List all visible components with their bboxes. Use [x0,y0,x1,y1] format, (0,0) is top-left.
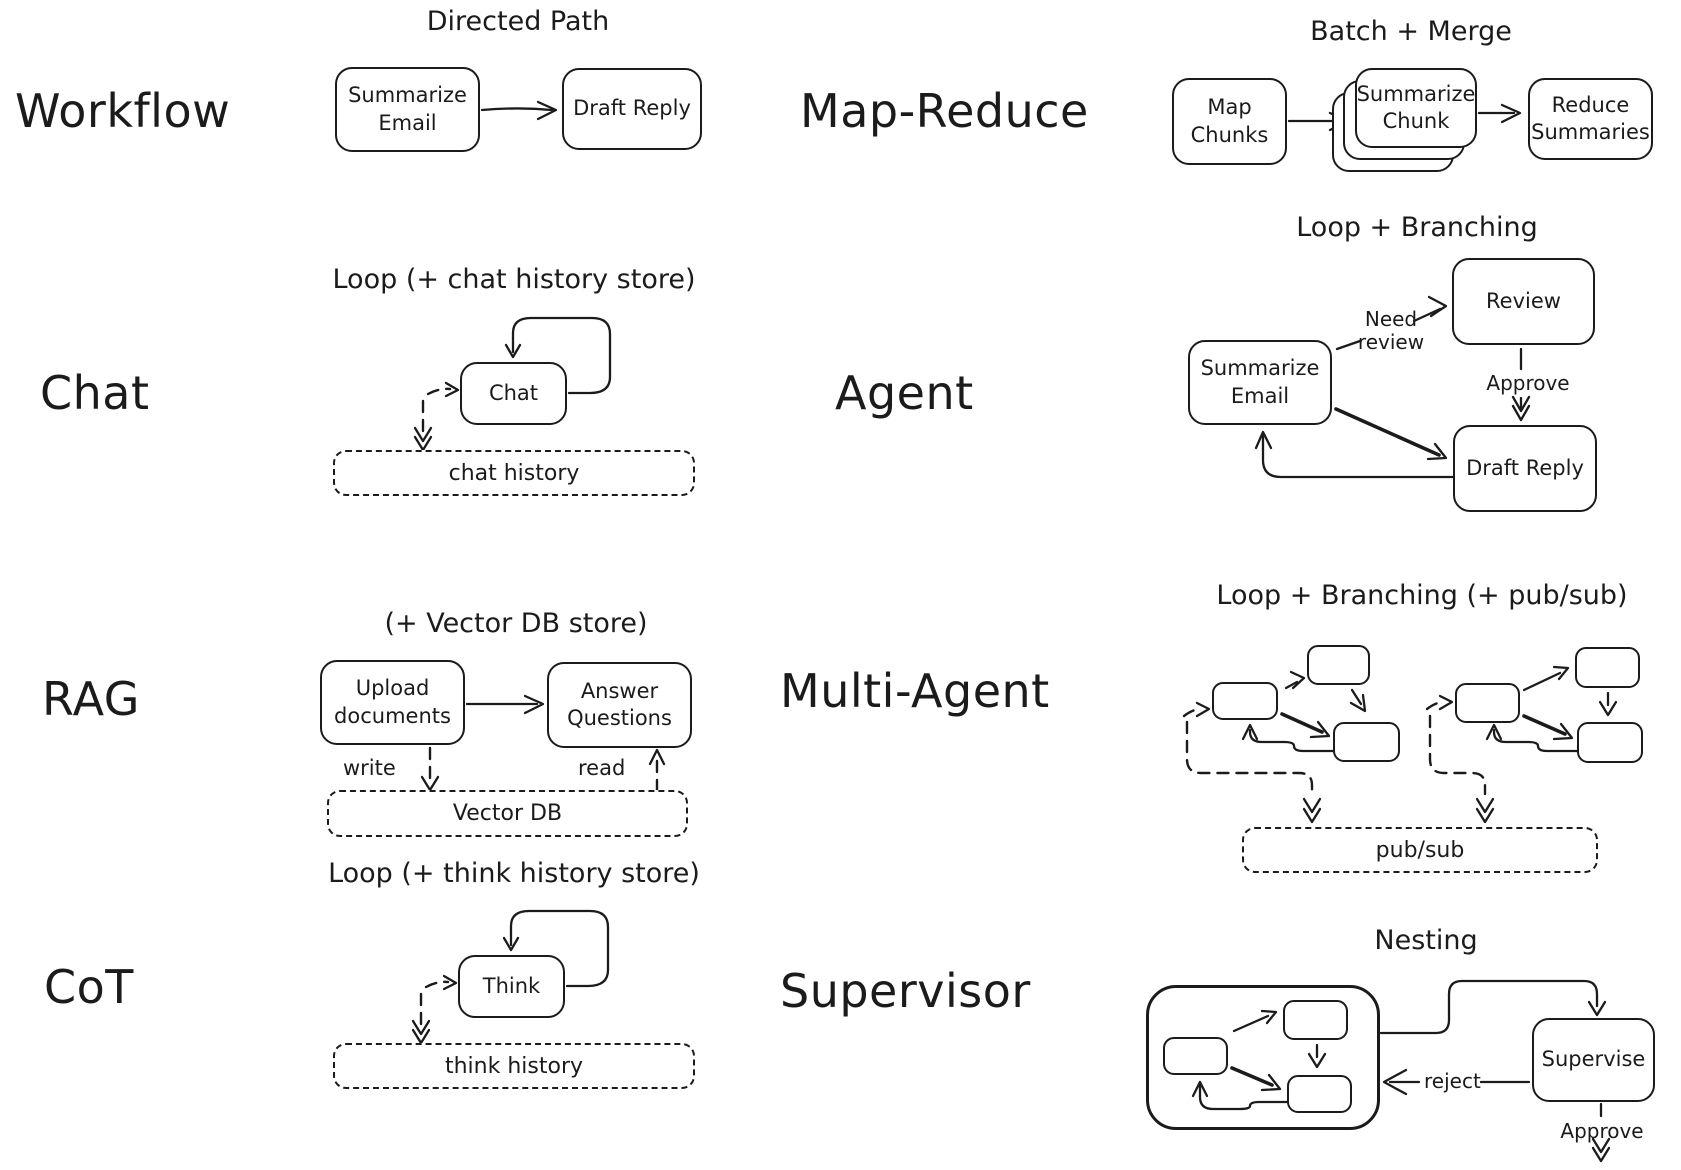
multi-agent-pattern-title: Loop + Branching (+ pub/sub) [1216,580,1628,611]
edge-label-supervisor-approve: Approve [1560,1119,1644,1143]
agent-box [1575,647,1640,688]
store-vector-db: Vector DB [327,790,688,837]
agent-pattern-title: Loop + Branching [1296,212,1538,243]
edge-label-reject: reject [1424,1069,1481,1093]
node-summarize-chunk: Summarize Chunk [1355,68,1477,148]
node-agent-summarize-email: Summarize Email [1188,340,1332,425]
section-label-supervisor: Supervisor [780,964,1031,1018]
node-draft-reply: Draft Reply [562,68,702,150]
chat-edges [413,316,612,452]
section-label-map-reduce: Map-Reduce [800,84,1089,138]
agent-box [1577,722,1643,763]
section-label-agent: Agent [835,366,974,420]
node-upload-documents: Upload documents [320,660,465,745]
supervisor-pattern-title: Nesting [1374,925,1478,956]
agent-box [1333,722,1400,762]
multi-agent-left-edges [1182,670,1367,824]
edge-label-write: write [343,756,396,780]
node-reduce-summaries: Reduce Summaries [1528,78,1653,160]
node-review: Review [1452,258,1595,345]
section-label-chat: Chat [40,366,150,420]
agent-box [1287,1075,1352,1113]
node-summarize-email: Summarize Email [335,67,480,152]
store-chat-history: chat history [333,450,695,496]
node-agent-draft-reply: Draft Reply [1453,425,1597,512]
cot-pattern-title: Loop (+ think history store) [328,858,700,889]
section-label-rag: RAG [42,672,140,726]
map-reduce-pattern-title: Batch + Merge [1310,16,1512,47]
supervisor-edges [1191,979,1611,1163]
agent-box [1283,1000,1348,1040]
edge-label-approve: Approve [1486,371,1570,395]
node-map-chunks: Map Chunks [1172,78,1287,165]
agent-box [1212,682,1278,720]
agent-box [1455,683,1520,723]
node-supervise: Supervise [1532,1018,1655,1102]
workflow-edges [480,100,558,121]
node-think: Think [458,955,565,1018]
section-label-workflow: Workflow [15,84,231,138]
agent-edges [1254,295,1531,479]
chat-pattern-title: Loop (+ chat history store) [332,264,696,295]
section-label-multi-agent: Multi-Agent [780,664,1050,718]
multi-agent-right-edges [1425,665,1618,824]
edge-label-read: read [578,756,626,780]
rag-pattern-title: (+ Vector DB store) [384,608,648,639]
node-chat: Chat [460,362,567,425]
section-label-cot: CoT [44,960,134,1014]
store-pub-sub: pub/sub [1242,827,1598,873]
agent-box [1307,645,1370,685]
agent-box [1163,1037,1228,1075]
node-answer-questions: Answer Questions [547,662,692,748]
nested-agent-frame [1146,985,1380,1130]
edge-label-need-review: Need review [1357,307,1425,354]
store-think-history: think history [333,1043,695,1089]
workflow-pattern-title: Directed Path [426,6,610,37]
